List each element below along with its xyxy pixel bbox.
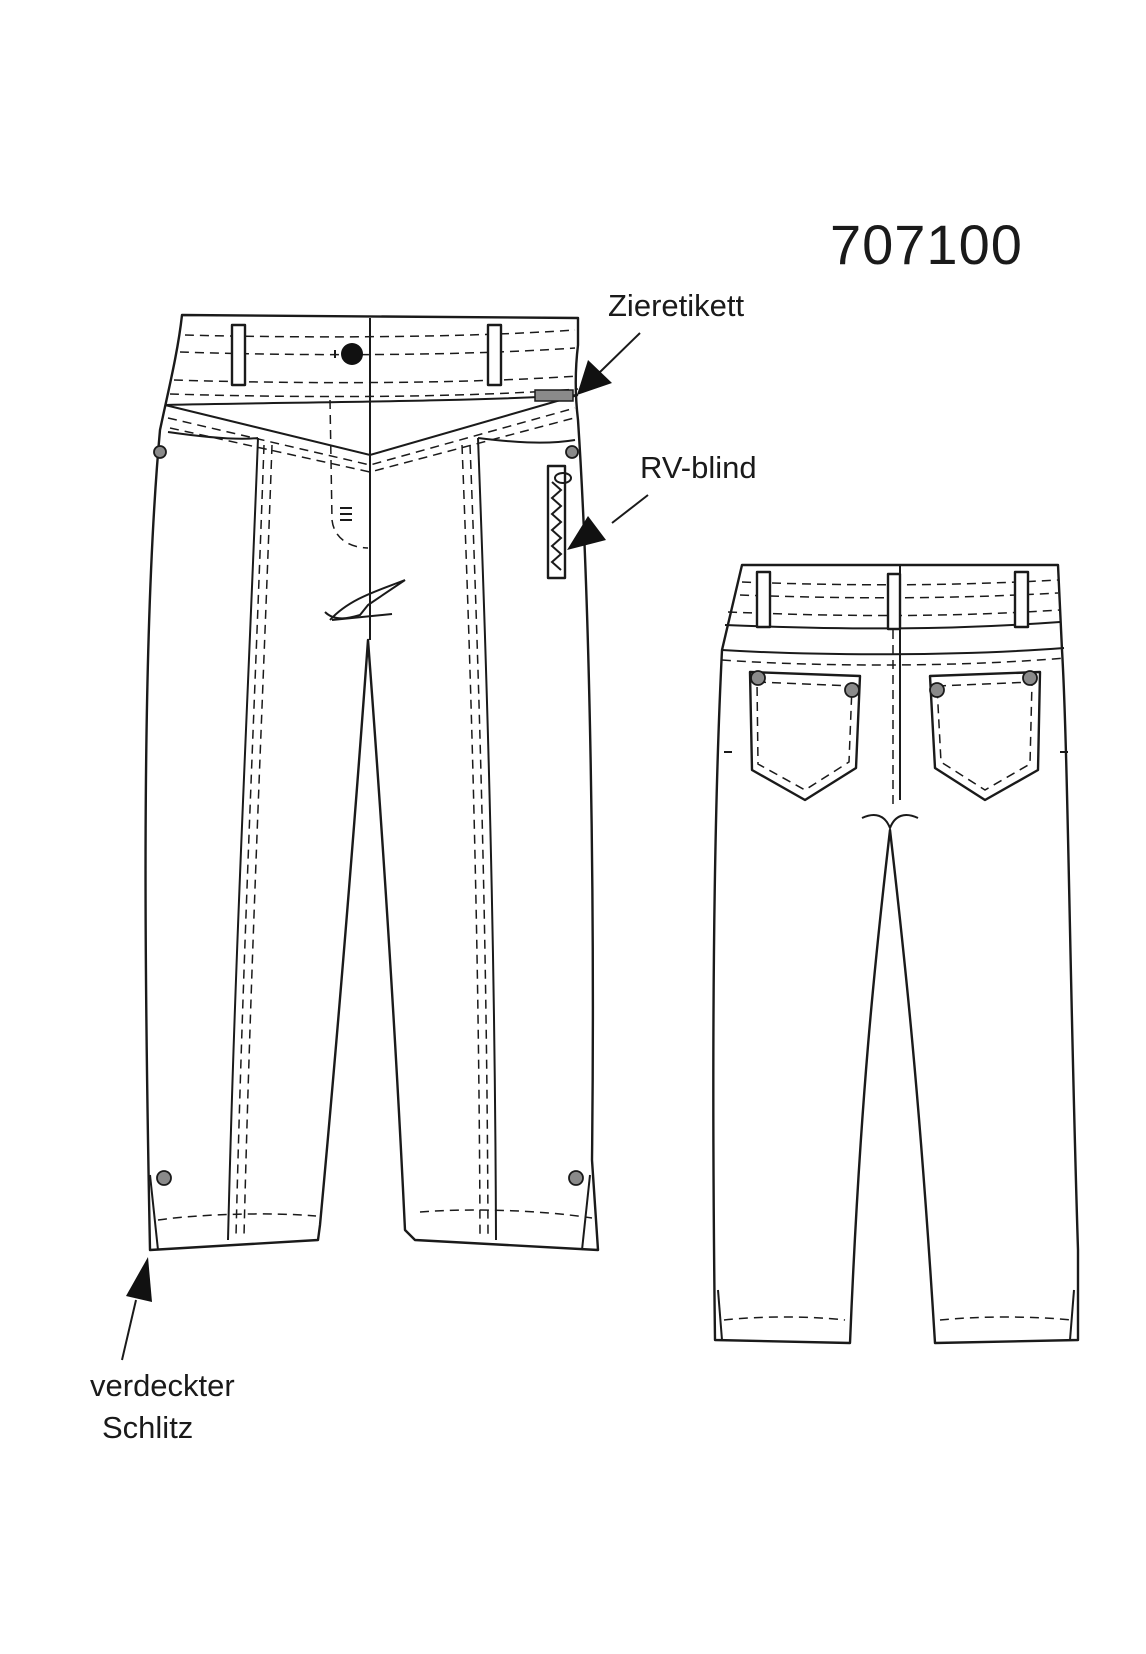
belt-loop	[755, 570, 772, 629]
callout-hidden-slit-line2: Schlitz	[102, 1410, 194, 1445]
zip-pull	[554, 472, 572, 484]
belt-loop	[230, 323, 247, 387]
front-panel-seam	[477, 437, 497, 1241]
decorative-label	[534, 389, 574, 402]
hem-button	[156, 1170, 172, 1186]
waist-button	[341, 343, 363, 365]
arrow-icon	[577, 360, 612, 395]
front-waistband-bottom	[164, 394, 579, 406]
belt-loop	[1013, 570, 1030, 629]
back-pocket	[928, 670, 1042, 802]
hem-slit	[717, 1289, 723, 1341]
style-number: 707100	[830, 213, 1023, 276]
callout-hidden-zip: RV-blind	[640, 450, 757, 485]
rivet-button	[929, 682, 945, 698]
front-view	[144, 313, 600, 1252]
rivet-button	[844, 682, 860, 698]
arrow-icon	[567, 516, 606, 550]
hem-slit	[1069, 1289, 1075, 1341]
rivet-button	[565, 445, 579, 459]
rivet-button	[750, 670, 766, 686]
rivet-button	[1022, 670, 1038, 686]
callouts	[121, 332, 649, 1361]
back-view	[712, 563, 1080, 1345]
belt-loop	[886, 572, 902, 631]
zip-pocket	[546, 464, 567, 580]
hem-button	[568, 1170, 584, 1186]
back-pocket	[748, 670, 862, 802]
front-outline	[144, 313, 600, 1252]
arrow-icon	[126, 1257, 152, 1302]
callout-decorative-label: Zieretikett	[608, 288, 745, 323]
front-pocket	[167, 431, 259, 440]
hem-slit	[149, 1174, 159, 1251]
hem-slit	[581, 1174, 591, 1251]
callout-hidden-slit-line1: verdeckter	[90, 1368, 235, 1403]
front-panel-seam	[227, 437, 259, 1241]
front-pocket	[477, 437, 576, 444]
belt-loop	[486, 323, 503, 387]
rivet-button	[153, 445, 167, 459]
